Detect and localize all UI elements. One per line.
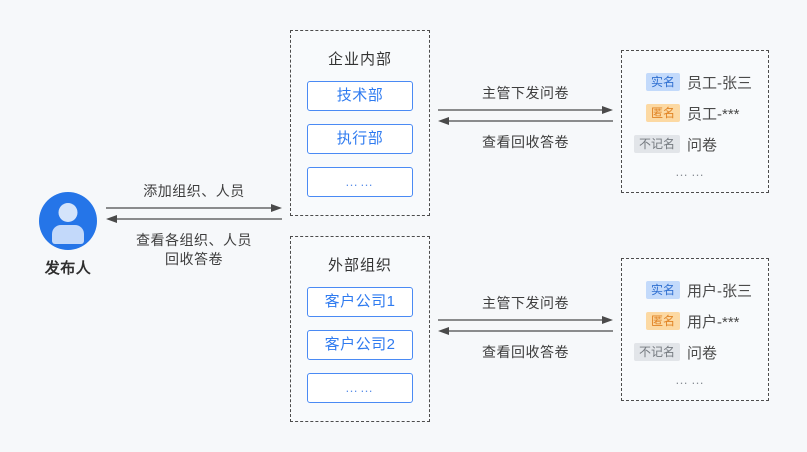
org-chip-more-external[interactable]: …… xyxy=(307,373,413,403)
group-title-external: 外部组织 xyxy=(327,257,392,274)
respondent-box-external: 实名 用户-张三 匿名 用户-*** 不记名 问卷 …… xyxy=(621,258,769,401)
respondent-row-anonymous-external: 匿名 用户-*** xyxy=(622,310,768,332)
badge-real-name: 实名 xyxy=(646,73,681,91)
arrow-label-add-org: 添加组织、人员 xyxy=(143,183,245,199)
publisher-org-arrows: 添加组织、人员 查看各组织、人员 回收答卷 xyxy=(106,182,282,269)
badge-anonymous: 匿名 xyxy=(646,312,681,330)
bidirectional-arrow-icon xyxy=(106,204,282,223)
arrow-label-view-org-line1: 查看各组织、人员 xyxy=(136,232,252,248)
publisher-node: 发布人 xyxy=(26,192,110,278)
arrow-lines-internal xyxy=(438,103,613,129)
badge-unregistered: 不记名 xyxy=(634,135,681,153)
arrow-label-view-org-line2: 回收答卷 xyxy=(165,251,223,267)
badge-unregistered: 不记名 xyxy=(634,343,681,361)
chip-list-internal: 技术部 执行部 …… xyxy=(291,81,429,197)
org-chip-exec[interactable]: 执行部 xyxy=(307,124,413,154)
badge-real-name: 实名 xyxy=(646,281,681,299)
arrow-label-collect-internal: 查看回收答卷 xyxy=(482,134,569,150)
bidirectional-arrow-icon xyxy=(438,106,613,125)
respondent-name-unregistered-external: 问卷 xyxy=(687,344,718,362)
respondent-name-real: 员工-张三 xyxy=(687,74,753,92)
respondent-list-internal: 实名 员工-张三 匿名 员工-*** 不记名 问卷 …… xyxy=(622,51,768,179)
org-chip-client2[interactable]: 客户公司2 xyxy=(307,330,413,360)
group-box-internal: 企业内部 技术部 执行部 …… xyxy=(290,30,430,216)
badge-anonymous: 匿名 xyxy=(646,104,681,122)
respondent-row-anonymous: 匿名 员工-*** xyxy=(622,102,768,124)
respondent-row-real-external: 实名 用户-张三 xyxy=(622,279,768,301)
org-chip-tech[interactable]: 技术部 xyxy=(307,81,413,111)
respondent-list-external: 实名 用户-张三 匿名 用户-*** 不记名 问卷 …… xyxy=(622,259,768,387)
arrow-label-collect-external: 查看回收答卷 xyxy=(482,344,569,360)
respondent-more-external: …… xyxy=(675,372,707,387)
arrow-lines-external xyxy=(438,313,613,339)
respondent-name-anonymous-external: 用户-*** xyxy=(687,313,740,331)
org-chip-more[interactable]: …… xyxy=(307,167,413,197)
respondent-box-internal: 实名 员工-张三 匿名 员工-*** 不记名 问卷 …… xyxy=(621,50,769,193)
chip-list-external: 客户公司1 客户公司2 …… xyxy=(291,287,429,403)
group-box-external: 外部组织 客户公司1 客户公司2 …… xyxy=(290,236,430,422)
respondent-name-anonymous: 员工-*** xyxy=(687,105,740,123)
respondent-more-internal: …… xyxy=(675,164,707,179)
external-respondent-arrows: 主管下发问卷 查看回收答卷 xyxy=(438,294,613,362)
org-chip-client1[interactable]: 客户公司1 xyxy=(307,287,413,317)
respondent-row-unregistered-external: 不记名 问卷 xyxy=(622,341,768,363)
respondent-row-real: 实名 员工-张三 xyxy=(622,71,768,93)
arrow-lines-left xyxy=(106,201,282,227)
publisher-label: 发布人 xyxy=(44,260,92,277)
bidirectional-arrow-icon xyxy=(438,316,613,335)
respondent-name-real-external: 用户-张三 xyxy=(687,282,753,300)
arrow-label-distribute-internal: 主管下发问卷 xyxy=(482,85,569,101)
group-title-internal: 企业内部 xyxy=(327,51,392,68)
arrow-label-distribute-external: 主管下发问卷 xyxy=(482,295,569,311)
respondent-name-unregistered: 问卷 xyxy=(687,136,718,154)
avatar-head-shape xyxy=(58,203,78,222)
user-avatar-icon xyxy=(39,192,97,250)
respondent-row-unregistered: 不记名 问卷 xyxy=(622,133,768,155)
avatar-body-shape xyxy=(52,225,84,244)
internal-respondent-arrows: 主管下发问卷 查看回收答卷 xyxy=(438,84,613,152)
